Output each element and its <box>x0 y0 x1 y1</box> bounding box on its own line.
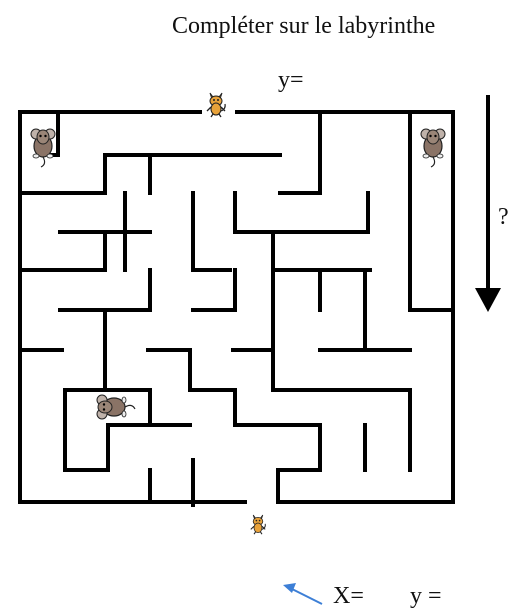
down-arrow-icon <box>475 95 501 312</box>
maze-walls <box>20 112 453 505</box>
pointer-arrow-icon <box>283 583 322 604</box>
cat-icon <box>251 515 266 534</box>
mouse-icon <box>97 395 135 419</box>
mouse-icon <box>421 129 445 167</box>
cat-icon <box>207 93 225 117</box>
mouse-icon <box>31 129 55 167</box>
